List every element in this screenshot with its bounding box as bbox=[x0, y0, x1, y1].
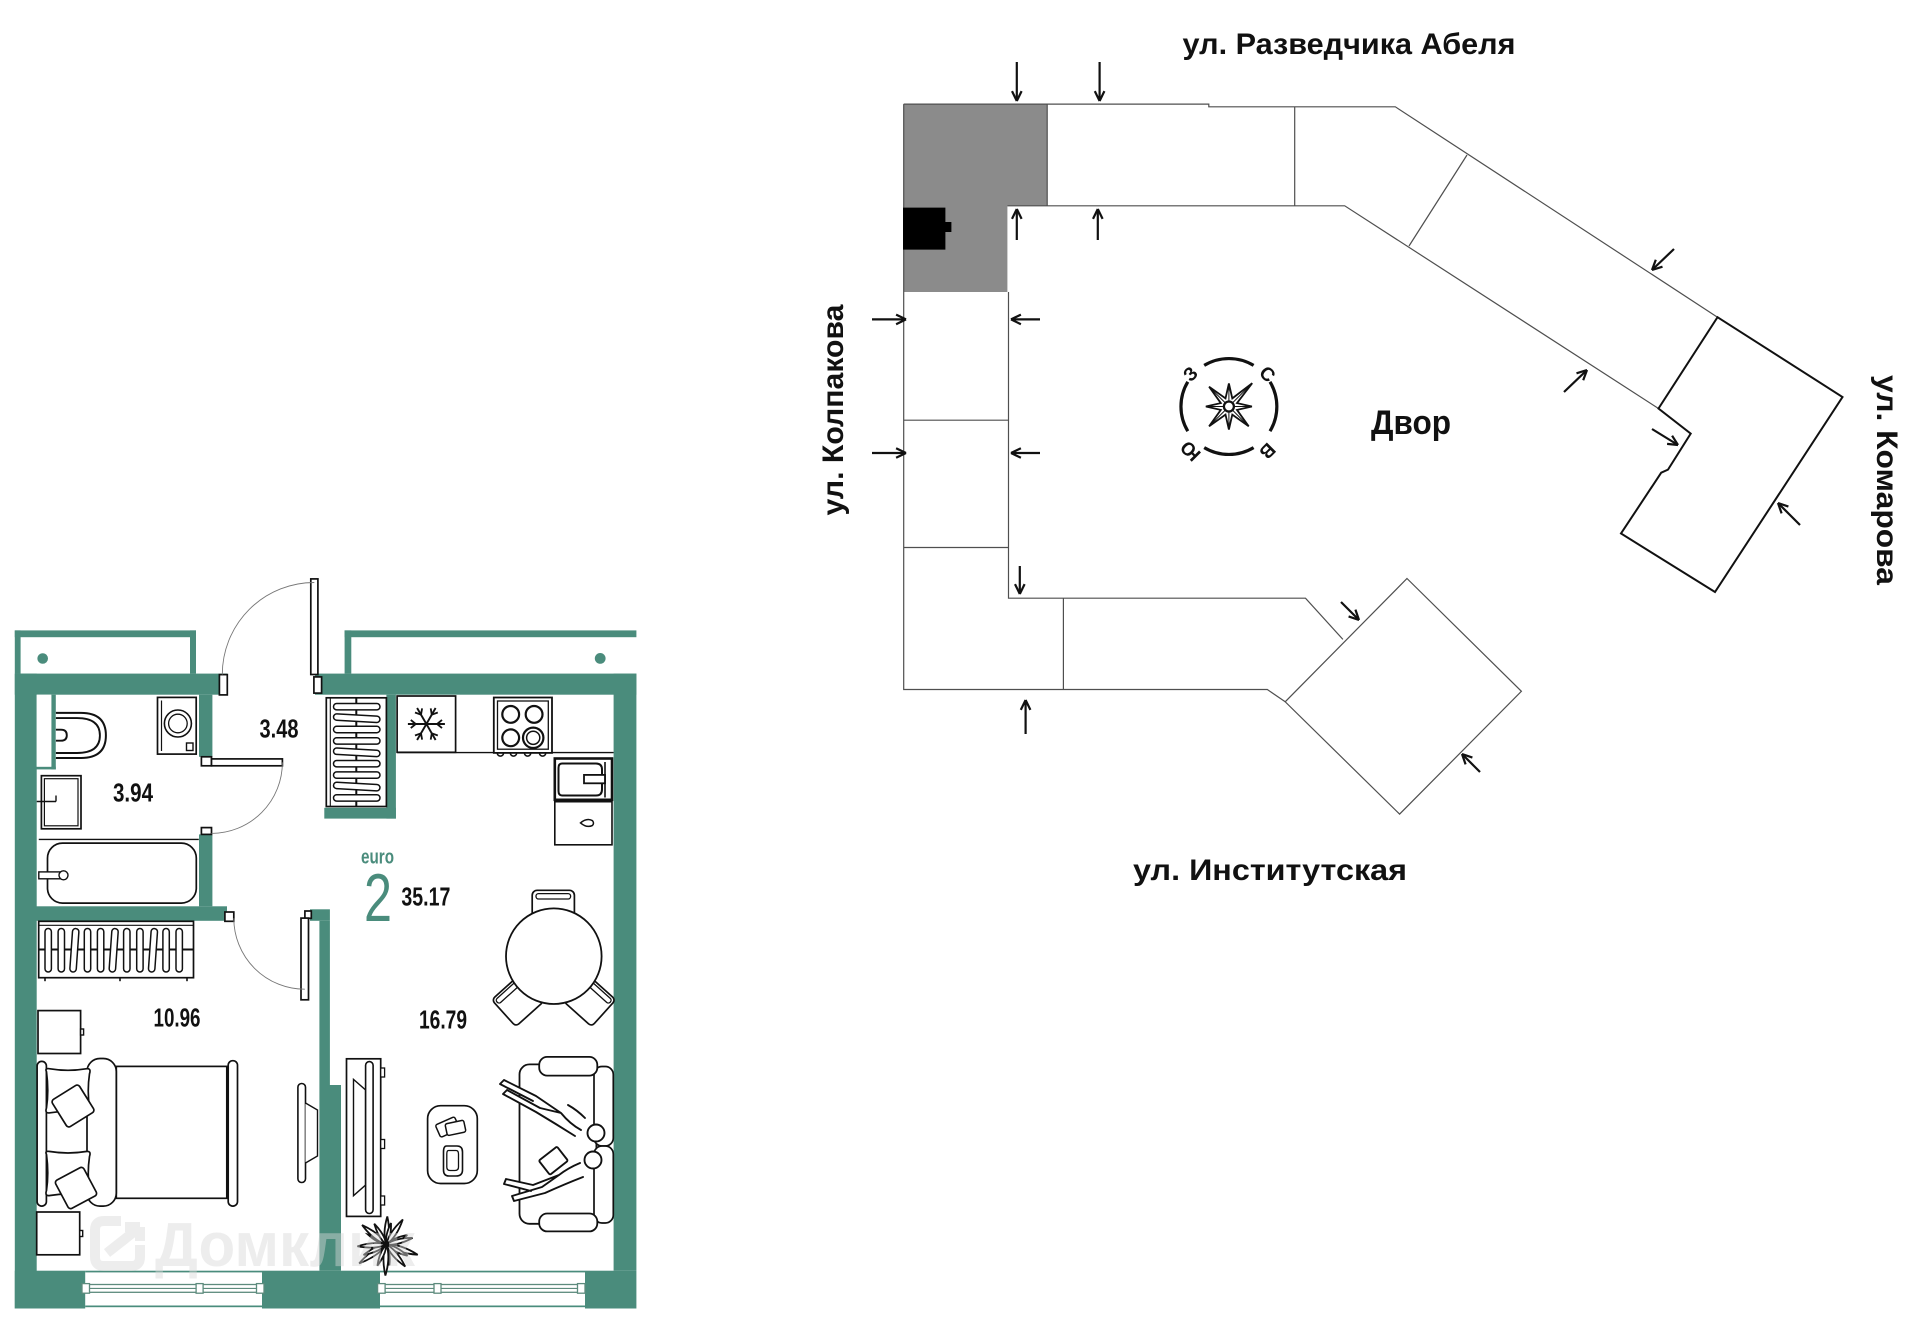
svg-text:35.17: 35.17 bbox=[401, 882, 450, 912]
svg-text:Домклик: Домклик bbox=[155, 1211, 416, 1280]
svg-text:ул. Комарова: ул. Комарова bbox=[1870, 375, 1903, 585]
svg-text:Двор: Двор bbox=[1371, 404, 1451, 442]
svg-text:ул. Институтская: ул. Институтская bbox=[1133, 854, 1407, 887]
svg-text:3.94: 3.94 bbox=[113, 778, 153, 808]
svg-text:3.48: 3.48 bbox=[260, 714, 299, 744]
svg-text:2: 2 bbox=[364, 860, 392, 936]
svg-text:16.79: 16.79 bbox=[419, 1005, 467, 1035]
svg-text:ул. Колпакова: ул. Колпакова bbox=[817, 304, 850, 515]
svg-text:euro: euro bbox=[361, 847, 394, 869]
svg-text:ул. Разведчика Абеля: ул. Разведчика Абеля bbox=[1183, 28, 1516, 61]
svg-text:10.96: 10.96 bbox=[154, 1003, 201, 1033]
